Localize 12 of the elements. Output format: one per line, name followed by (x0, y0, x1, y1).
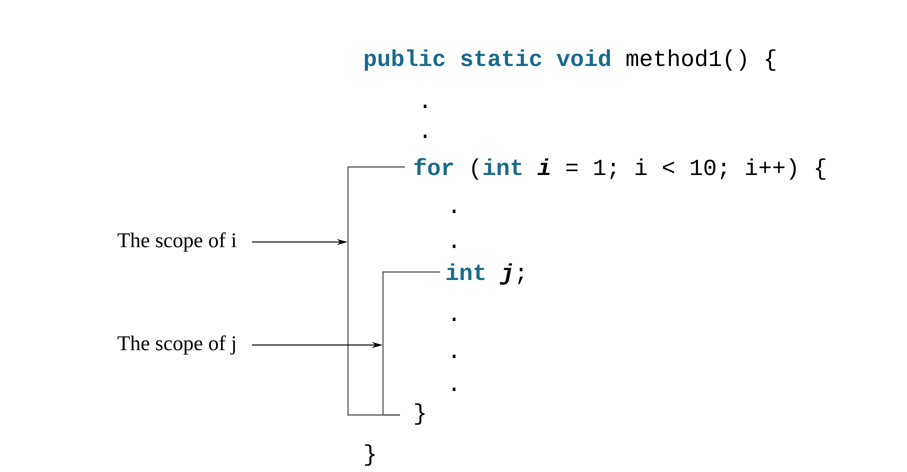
code-line: . (452, 244, 456, 248)
scope-label: The scope of j (118, 335, 235, 355)
code-line: . (424, 134, 426, 138)
code-line: . (452, 318, 456, 321)
code-line: } (415, 403, 424, 425)
code-line: } (365, 444, 374, 466)
code-line: int j; (446, 263, 524, 285)
code-line: . (452, 210, 456, 213)
code-line: public static void method1() { (364, 49, 776, 71)
code-line: . (424, 104, 426, 108)
code-line: for (int i = 1; i < 10; i++) { (414, 158, 826, 180)
scope-label: The scope of i (118, 232, 236, 252)
